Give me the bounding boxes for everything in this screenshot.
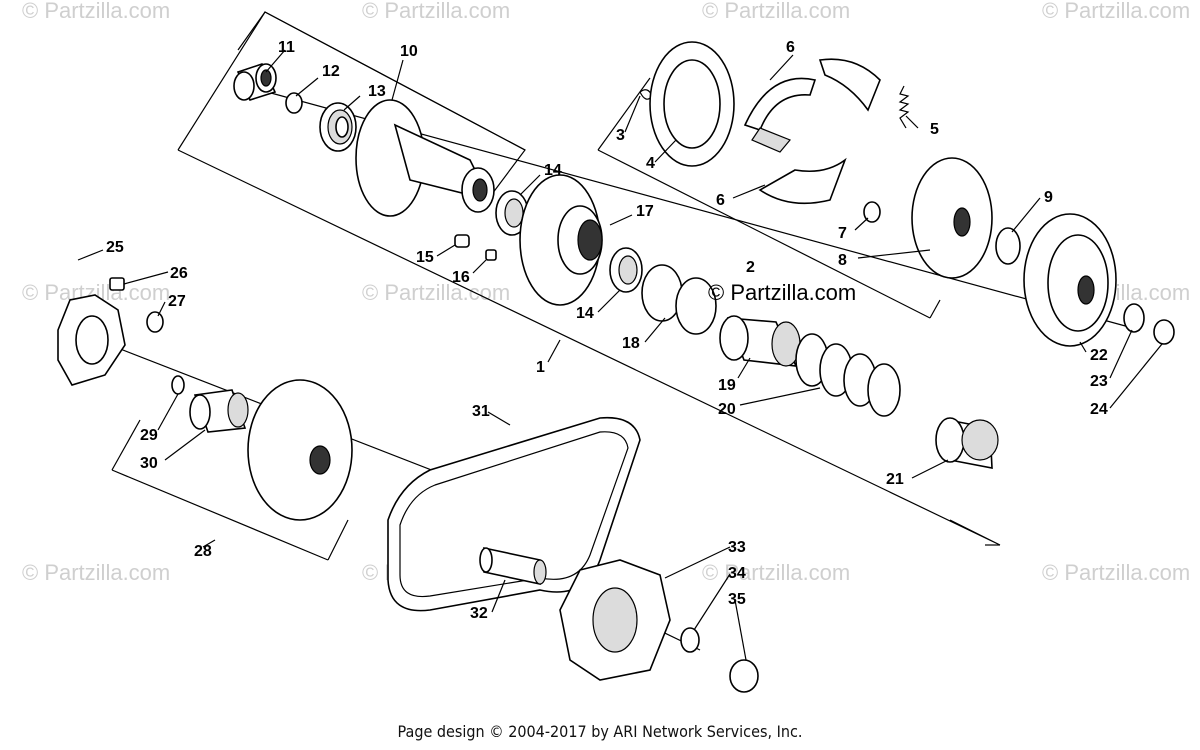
callout-17: 17: [636, 203, 654, 220]
part-pin-32: [479, 547, 547, 585]
part-bushing-30: [189, 389, 249, 433]
callout-12: 12: [322, 63, 340, 80]
watermark-3: © Partzilla.com: [702, 0, 851, 23]
watermark-11: © Partzilla.com: [1042, 560, 1191, 585]
callout-20: 20: [718, 401, 736, 418]
watermark-6: © Partzilla.com: [362, 280, 511, 305]
part-washer-23: [1123, 303, 1145, 333]
callout-1: 1: [536, 359, 545, 376]
part-rings-18: [641, 264, 717, 335]
part-driven-sheave-10: [355, 99, 495, 217]
part-nut-9: [995, 227, 1021, 265]
callout-2: 2: [746, 259, 755, 276]
part-washer-34: [680, 627, 700, 653]
part-plate-4: [649, 41, 735, 167]
callout-28: 28: [194, 543, 212, 560]
assembly-bracket-2: [597, 77, 941, 319]
part-fan-33: [559, 559, 671, 681]
part-pin-16: [485, 249, 497, 261]
part-roller-27: [146, 311, 164, 333]
partzilla-brand-mark: © Partzilla.com: [708, 280, 857, 305]
part-bearing-14a: [495, 190, 529, 236]
page-footer: Page design © 2004-2017 by ARI Network S…: [397, 722, 803, 741]
part-drive-sheave-28: [247, 379, 353, 521]
callout-3: 3: [616, 127, 625, 144]
part-pin-15: [454, 234, 470, 248]
part-clutch-shoe-6a: [743, 58, 881, 153]
callout-labels: 1 2 3 4 5 6 6 7 8 9 10 11 12 13 14 14 15…: [106, 39, 1108, 622]
callout-9: 9: [1044, 189, 1053, 206]
part-nut-24: [1153, 319, 1175, 345]
watermark-4: © Partzilla.com: [1042, 0, 1191, 23]
callout-13: 13: [368, 83, 386, 100]
assembly-bracket-28: [111, 419, 349, 561]
part-nut-35: [729, 659, 759, 693]
callout-30: 30: [140, 455, 158, 472]
callout-8: 8: [838, 252, 847, 269]
callout-35: 35: [728, 591, 746, 608]
callout-25: 25: [106, 239, 124, 256]
part-belt-31: [387, 416, 641, 612]
watermark-8: © Partzilla.com: [22, 560, 171, 585]
callout-16: 16: [452, 269, 470, 286]
callout-31: 31: [472, 403, 490, 420]
part-spacer-7: [863, 201, 881, 223]
part-movable-sheave-17: [519, 174, 603, 306]
part-ring-29: [171, 375, 185, 395]
assembly-bracket-10: [237, 11, 526, 211]
part-sleeve-19: [719, 315, 801, 367]
part-slider-26: [109, 277, 125, 291]
callout-15: 15: [416, 249, 434, 266]
part-spring-5: [898, 85, 910, 129]
watermark-1: © Partzilla.com: [22, 0, 171, 23]
part-spring-20: [795, 333, 901, 417]
part-drum-22: [1023, 213, 1117, 347]
part-bearing-14b: [609, 247, 643, 293]
part-snap-ring-12: [285, 92, 303, 114]
watermark-10: © Partzilla.com: [702, 560, 851, 585]
callout-10: 10: [400, 43, 418, 60]
callout-26: 26: [170, 265, 188, 282]
callout-22: 22: [1090, 347, 1108, 364]
watermark-2: © Partzilla.com: [362, 0, 511, 23]
callout-6b: 6: [716, 192, 725, 209]
part-carrier-8: [911, 157, 993, 279]
callout-11: 11: [278, 39, 295, 56]
callout-24: 24: [1090, 401, 1108, 418]
callout-14b: 14: [576, 305, 594, 322]
part-bushing-11: [233, 63, 277, 101]
callout-7: 7: [838, 225, 847, 242]
callout-29: 29: [140, 427, 158, 444]
callout-4: 4: [646, 155, 655, 172]
part-clutch-shoe-6b: [758, 157, 847, 205]
leader-lines: [77, 49, 1163, 661]
callout-32: 32: [470, 605, 488, 622]
callout-6a: 6: [786, 39, 795, 56]
part-ramp-plate-25: [57, 294, 126, 386]
callout-18: 18: [622, 335, 640, 352]
callout-34: 34: [728, 565, 746, 582]
callout-27: 27: [168, 293, 186, 310]
callout-5: 5: [930, 121, 939, 138]
callout-19: 19: [718, 377, 736, 394]
callout-33: 33: [728, 539, 746, 556]
part-cup-21: [935, 417, 999, 469]
callout-21: 21: [886, 471, 904, 488]
callout-23: 23: [1090, 373, 1108, 390]
callout-14a: 14: [544, 162, 562, 179]
part-seal-13: [319, 102, 357, 152]
